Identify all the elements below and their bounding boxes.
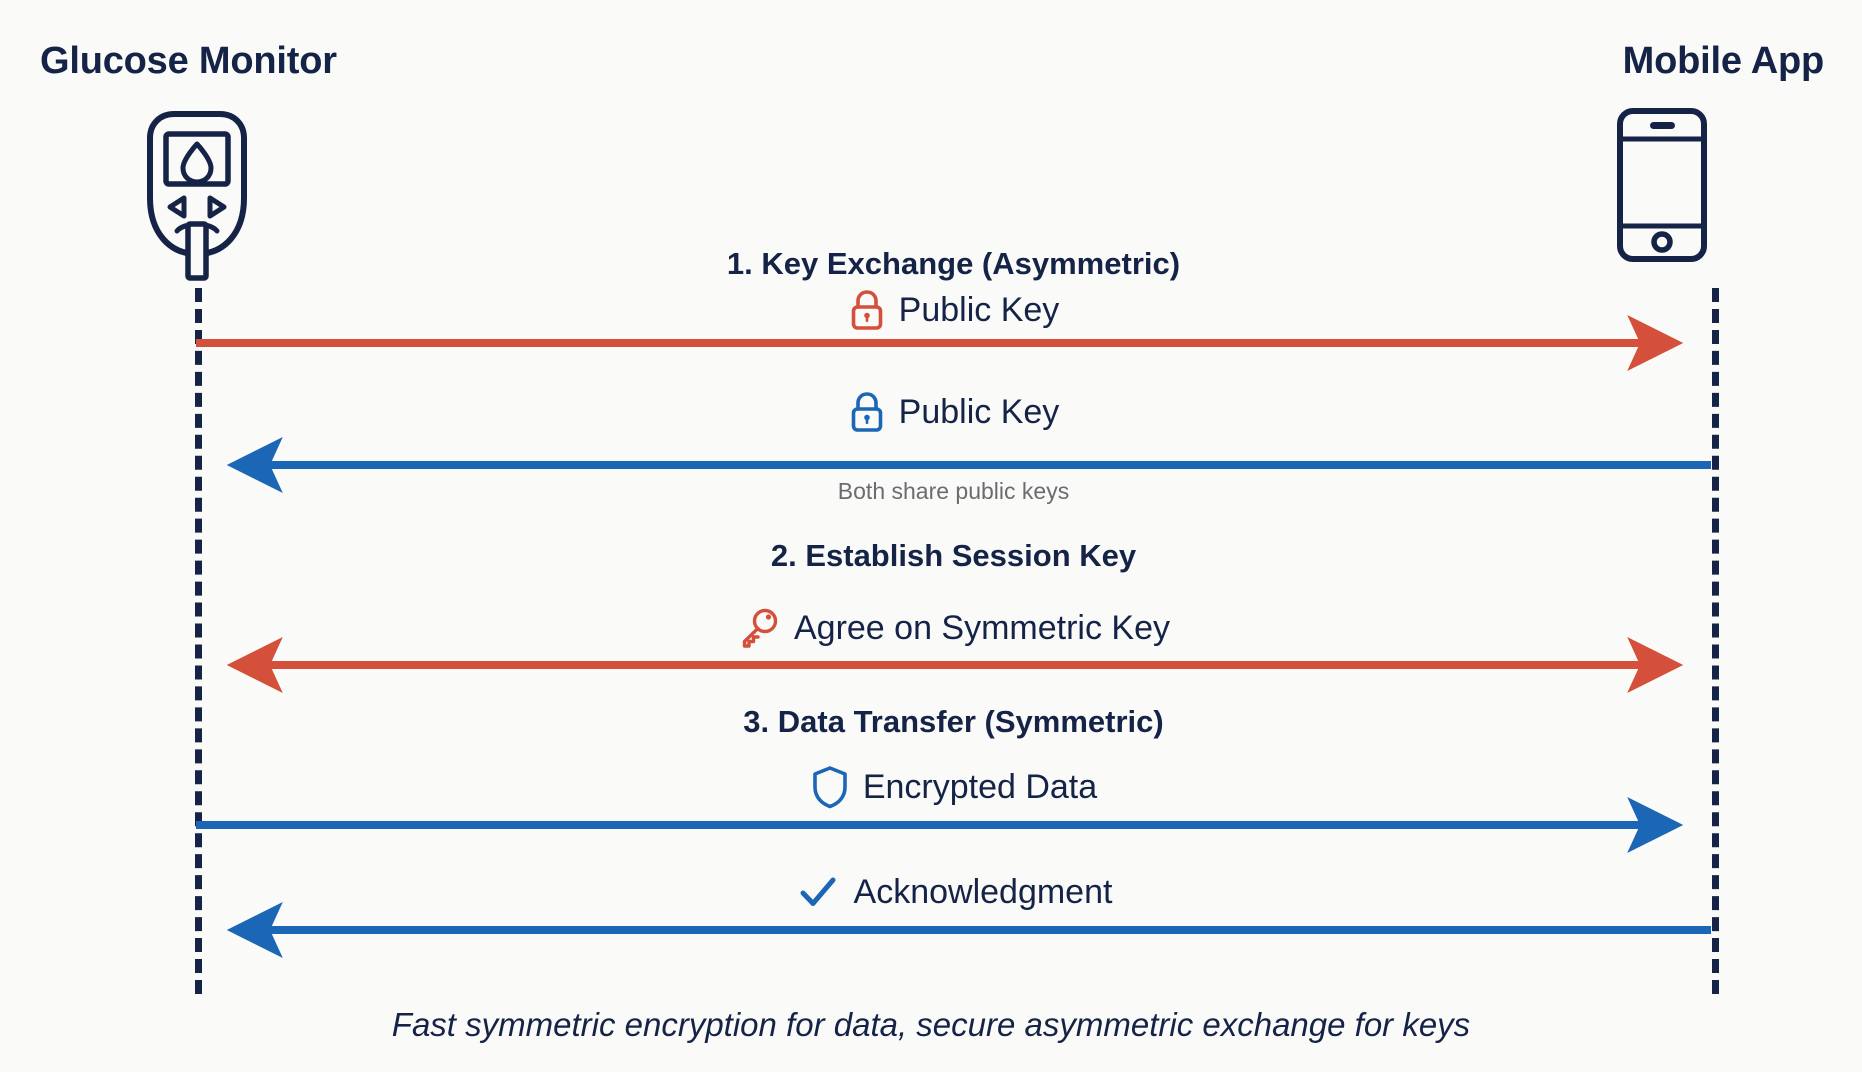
actor-label-mobile-app: Mobile App bbox=[1622, 40, 1825, 82]
message-text-agree-symmetric-key: Agree on Symmetric Key bbox=[793, 608, 1171, 647]
message-label-acknowledgment: Acknowledgment bbox=[195, 870, 1712, 914]
message-text-encrypted-data: Encrypted Data bbox=[862, 767, 1098, 806]
lock-icon bbox=[848, 288, 886, 332]
section-heading-data-transfer: 3. Data Transfer (Symmetric) bbox=[743, 704, 1164, 739]
checkmark-icon bbox=[795, 870, 841, 914]
message-text-public-key-in: Public Key bbox=[898, 392, 1060, 431]
message-text-acknowledgment: Acknowledgment bbox=[853, 872, 1113, 911]
message-label-agree-symmetric-key: Agree on Symmetric Key bbox=[195, 606, 1712, 650]
message-label-public-key-in: Public Key bbox=[195, 390, 1712, 434]
shield-icon bbox=[810, 764, 850, 810]
section-heading-session-key: 2. Establish Session Key bbox=[770, 538, 1137, 573]
lifeline-glucose-monitor bbox=[195, 288, 202, 994]
message-text-public-key-out: Public Key bbox=[898, 290, 1060, 329]
message-note-both-share-public-keys: Both share public keys bbox=[837, 478, 1070, 504]
glucose-meter-icon bbox=[122, 106, 272, 287]
lifeline-mobile-app bbox=[1712, 288, 1719, 994]
key-icon bbox=[737, 606, 781, 650]
footer-caption: Fast symmetric encryption for data, secu… bbox=[391, 1006, 1471, 1043]
section-heading-key-exchange: 1. Key Exchange (Asymmetric) bbox=[726, 246, 1181, 281]
actor-label-glucose-monitor: Glucose Monitor bbox=[40, 40, 337, 82]
message-label-encrypted-data: Encrypted Data bbox=[195, 764, 1712, 810]
lock-icon bbox=[848, 390, 886, 434]
smartphone-icon bbox=[1614, 106, 1710, 269]
message-label-public-key-out: Public Key bbox=[195, 288, 1712, 332]
